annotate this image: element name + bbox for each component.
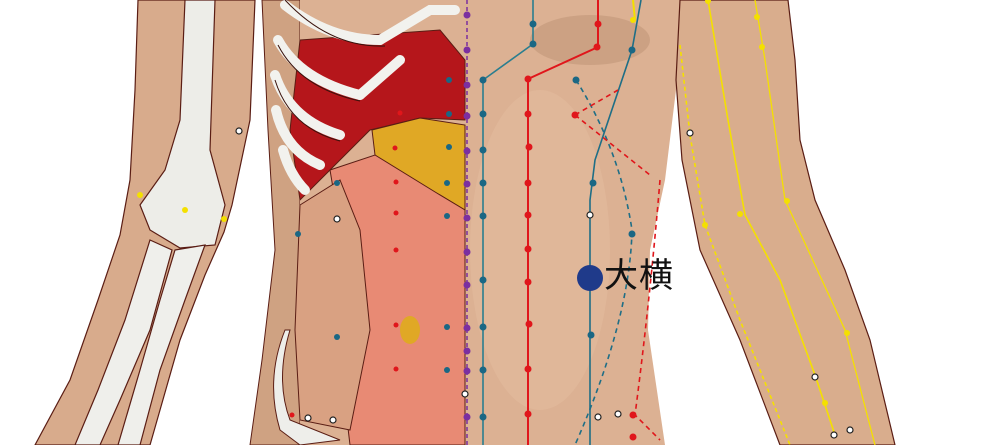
gallbladder-dashed-line (574, 79, 633, 445)
chest-shadow (530, 15, 650, 65)
ribs (270, 0, 460, 195)
liver-dashed-line (574, 89, 651, 176)
right-arm (675, 0, 896, 445)
pelvis-bone (273, 329, 341, 445)
yellow-points (137, 0, 850, 406)
arm-yellow-line-1 (707, 0, 836, 436)
kidney-points (479, 20, 537, 421)
abdomen-highlight (470, 90, 610, 410)
yellow-short-line (632, 0, 636, 21)
ascending-colon (294, 179, 371, 431)
point-label: 大横 (604, 256, 674, 296)
spleen-points (572, 46, 636, 339)
rib-outlines (274, 0, 386, 142)
daheng-point-marker (577, 265, 603, 291)
ren-points (463, 11, 471, 421)
stomach-points (524, 20, 637, 441)
organ-blue-points (295, 77, 452, 373)
humerus-bone (139, 0, 226, 249)
red-dashed-side-line (634, 179, 661, 441)
organ-red-points (289, 110, 403, 418)
ulna-bone (117, 244, 206, 445)
fat-lump (400, 316, 420, 344)
radius-bone (74, 239, 173, 445)
white-points (235, 127, 854, 439)
